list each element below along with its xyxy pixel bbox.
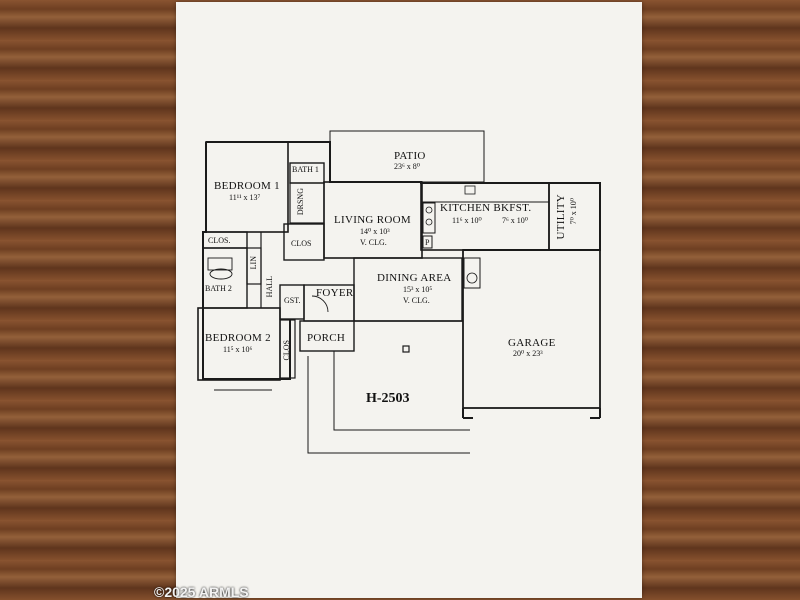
porch-label: PORCH [307,332,346,344]
dining-area-ceiling: V. CLG. [403,296,430,305]
bedroom2-label: BEDROOM 2 [205,332,271,344]
garage-walls [462,249,601,409]
bed2-closet-label: CLOS [282,340,291,361]
copyright-text: 2025 ARMLS [164,584,249,600]
living-room-ceiling: V. CLG. [360,238,387,247]
paper-sheet [176,2,642,598]
bath2-walls [202,247,248,309]
porch-walls [299,320,355,352]
bedroom2-walls [197,307,281,381]
copyright-symbol: © [154,584,165,600]
bath2-label: BATH 2 [205,284,232,293]
linen-label: LIN [249,256,258,270]
bedroom1-dims: 11¹¹ x 13⁷ [229,193,261,202]
pantry-label: P [425,238,430,247]
living-room-label: LIVING ROOM [334,214,411,226]
foyer-label: FOYER [316,287,354,299]
hall-label: HALL [265,276,274,298]
kitchen-label: KITCHEN BKFST. [440,202,532,214]
kitchen-dims: 11⁶ x 10⁰ [452,216,482,225]
kitchen-walls [420,182,550,251]
bkfst-dims: 7⁶ x 10⁰ [502,216,528,225]
drsng-label: DRSNG [296,188,305,216]
utility-label: UTILITY [555,194,567,240]
living-room-dims: 14⁰ x 10³ [360,227,390,236]
dining-area-dims: 15³ x 10⁵ [403,285,433,294]
bed2-closet-walls [279,319,296,379]
bath1-label: BATH 1 [292,165,319,174]
bedroom2-dims: 11⁵ x 10⁶ [223,345,253,354]
patio-dims: 23⁶ x 8⁰ [394,162,420,171]
garage-label: GARAGE [508,337,556,349]
walkway-outline [333,351,470,431]
plan-code-label: H-2503 [366,391,410,406]
guest-closet-label: GST. [284,296,301,305]
master-closet-label: CLOS [291,239,312,248]
patio-label: PATIO [394,150,426,162]
utility-dims: 7⁰ x 10⁰ [569,198,578,225]
hall-closet-label: CLOS. [208,236,231,245]
copyright-watermark: ©2025 ARMLS [154,584,249,600]
dining-area-label: DINING AREA [377,272,452,284]
garage-dims: 20⁰ x 23³ [513,349,543,358]
bedroom1-label: BEDROOM 1 [214,180,280,192]
